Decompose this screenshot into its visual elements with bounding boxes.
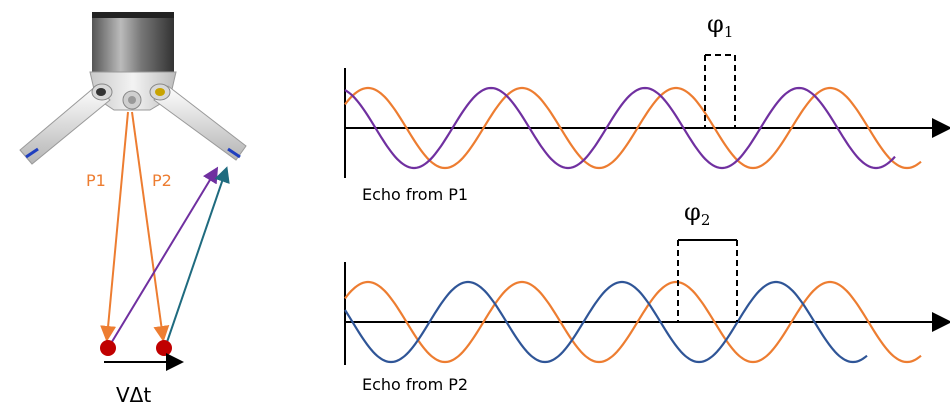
echo-p1-panel: φ1 Echo from P1 [344, 10, 950, 204]
bottom-blue-wave [344, 280, 868, 364]
echo-p1-caption: Echo from P1 [362, 185, 468, 204]
p1-label: P1 [86, 171, 106, 190]
echo-p2-panel: φ2 Echo from P2 [344, 198, 950, 394]
beam-p2-arrow [131, 111, 170, 342]
adcp-probe [19, 12, 247, 165]
probe-barrel [92, 12, 174, 74]
particle-p1-dot [100, 340, 116, 356]
particle-p2-dot [156, 340, 172, 356]
echo-p1-arrow [109, 166, 219, 346]
echo-p2-arrow [165, 166, 230, 346]
top-orange-wave [344, 86, 922, 170]
bottom-orange-wave [344, 280, 922, 364]
phase1-label: φ1 [707, 10, 733, 41]
phase2-label: φ2 [684, 198, 710, 229]
echo-p2-caption: Echo from P2 [362, 375, 468, 394]
p2-label: P2 [152, 171, 172, 190]
beam-p1-arrow [100, 111, 129, 342]
top-purple-wave [344, 86, 896, 170]
displacement-label: VΔt [116, 383, 151, 407]
